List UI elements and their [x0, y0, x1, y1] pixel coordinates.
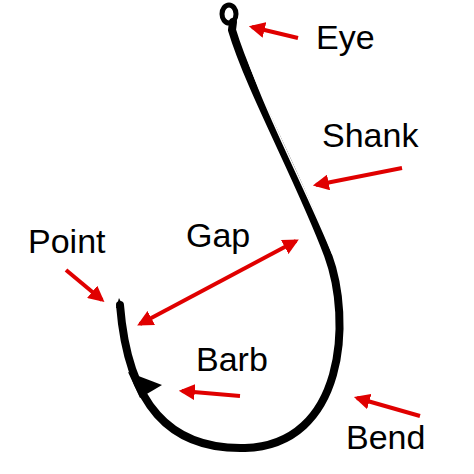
- part-label: Gap: [186, 218, 250, 252]
- part-label: Eye: [316, 20, 375, 54]
- part-label: Point: [28, 224, 106, 258]
- leader-arrow: [182, 391, 240, 396]
- hook-body: [120, 22, 340, 448]
- gap-arrow: [140, 241, 296, 324]
- part-label: Shank: [322, 118, 418, 152]
- hook-barb: [128, 372, 162, 398]
- hook-point: [116, 298, 124, 308]
- leader-arrow: [316, 168, 402, 185]
- leader-arrow: [252, 27, 298, 38]
- hook-highlight: [238, 26, 333, 255]
- part-label: Barb: [196, 342, 268, 376]
- leader-arrow: [357, 398, 420, 416]
- part-label: Bend: [346, 420, 425, 454]
- leader-arrow: [66, 270, 102, 300]
